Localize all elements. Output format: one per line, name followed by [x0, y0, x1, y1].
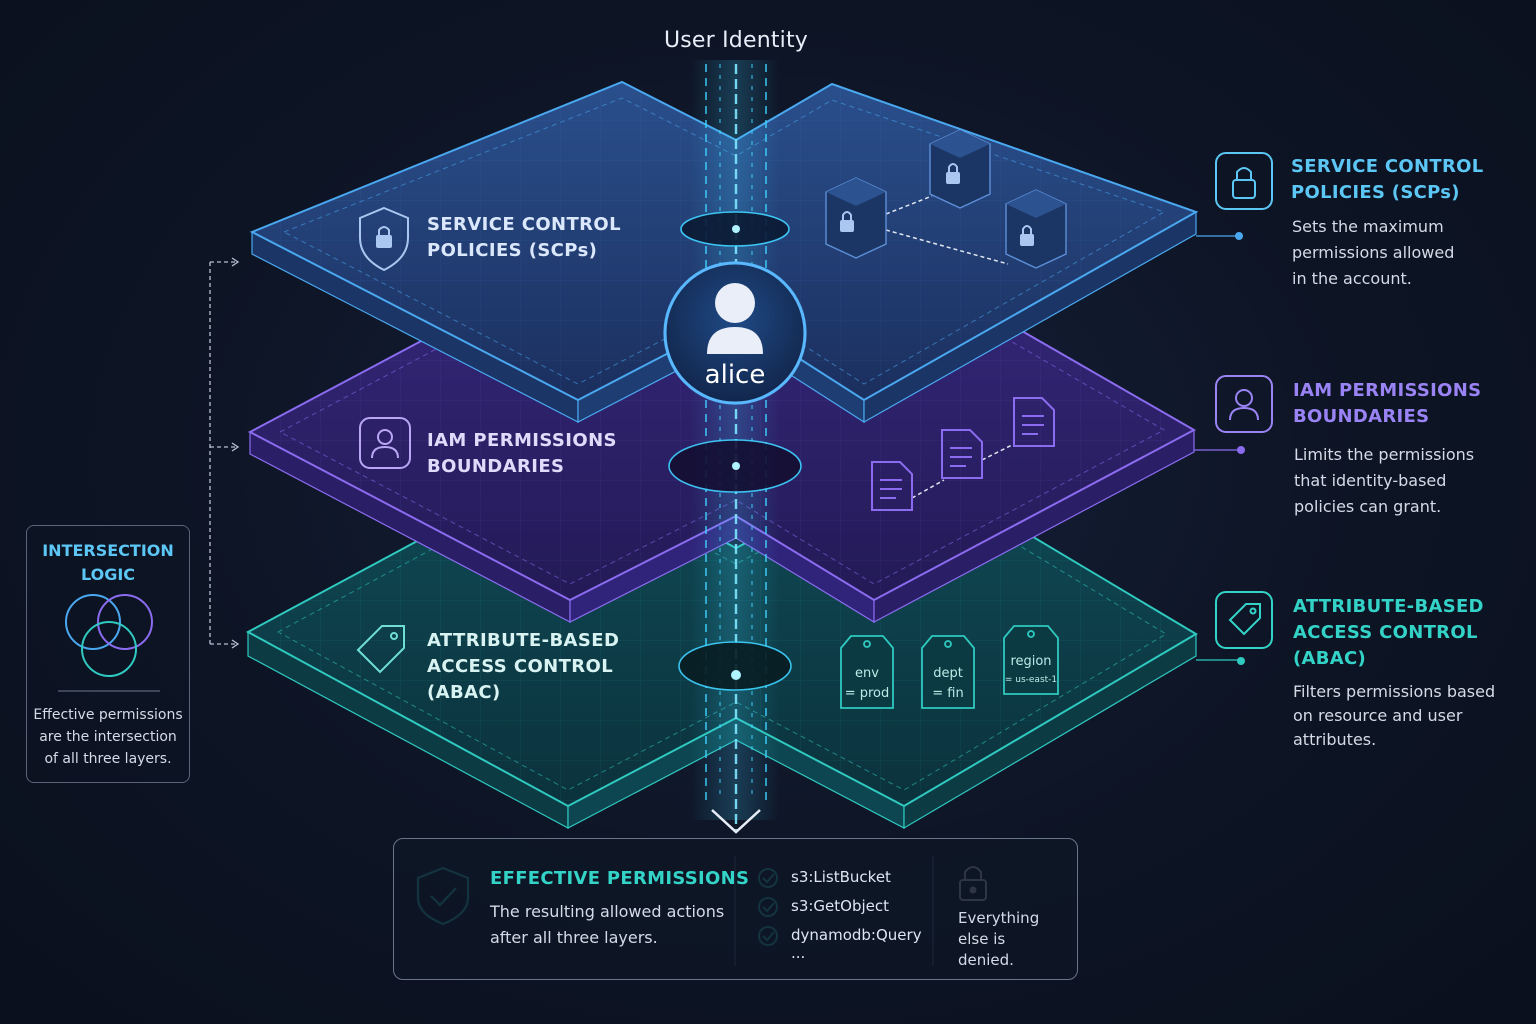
lock-cube-icon: [1005, 189, 1067, 269]
deny-note: Everything else is denied.: [958, 909, 1040, 969]
intersection-description: Effective permissions are the intersecti…: [33, 707, 183, 767]
user-icon: [707, 283, 763, 354]
allowed-action: s3:ListBucket: [791, 868, 891, 886]
policy-documents: [871, 397, 1055, 511]
user-icon: [359, 417, 411, 469]
document-icon: [941, 429, 983, 479]
lock-icon: [1215, 152, 1273, 210]
scp-layer-label: SERVICE CONTROL POLICIES (SCPs): [427, 214, 622, 261]
lock-cube-icon: [825, 177, 887, 259]
layer-connectors: [209, 261, 238, 645]
document-icon: [871, 461, 913, 511]
iam-panel-title: IAM PERMISSIONS BOUNDARIES: [1293, 380, 1482, 427]
iam-layer-label: IAM PERMISSIONS BOUNDARIES: [427, 430, 617, 477]
abac-layer-label: ATTRIBUTE-BASED ACCESS CONTROL (ABAC): [427, 630, 620, 703]
intersection-logic-box: [26, 525, 190, 783]
side-connectors: [1194, 232, 1245, 665]
effective-permissions-description: The resulting allowed actions after all …: [490, 902, 725, 947]
attribute-tag-dept: dept = fin: [932, 666, 964, 701]
tag-icon: [356, 625, 405, 674]
allowed-action: s3:GetObject: [791, 897, 889, 915]
diagram-title: User Identity: [663, 28, 809, 53]
user-avatar: [663, 261, 807, 405]
venn-diagram-icon: [58, 594, 160, 692]
iam-panel-description: Limits the permissions that identity-bas…: [1294, 445, 1475, 516]
identity-beam: [668, 60, 802, 834]
effective-permissions-box: [393, 838, 1078, 980]
lock-cube-icon: [929, 129, 991, 209]
attribute-tag-env: env = prod: [844, 666, 890, 701]
effective-permissions-title: EFFECTIVE PERMISSIONS: [490, 868, 750, 889]
resource-cubes: [825, 129, 1067, 269]
allowed-action: dynamodb:Query: [791, 926, 922, 944]
document-icon: [1013, 397, 1055, 447]
attribute-tags: [840, 625, 1059, 709]
user-icon: [1215, 375, 1273, 433]
tag-icon: [1215, 591, 1273, 649]
more-actions: ...: [791, 944, 806, 962]
scp-panel-description: Sets the maximum permissions allowed in …: [1292, 217, 1455, 288]
scp-panel-title: SERVICE CONTROL POLICIES (SCPs): [1291, 156, 1484, 203]
abac-panel-title: ATTRIBUTE-BASED ACCESS CONTROL (ABAC): [1293, 596, 1484, 669]
attribute-tag-region: region = us-east-1: [1004, 654, 1058, 685]
user-name: alice: [704, 360, 766, 390]
shield-lock-icon: [359, 206, 409, 272]
abac-panel-description: Filters permissions based on resource an…: [1293, 682, 1496, 749]
intersection-title: INTERSECTION LOGIC: [42, 541, 174, 584]
